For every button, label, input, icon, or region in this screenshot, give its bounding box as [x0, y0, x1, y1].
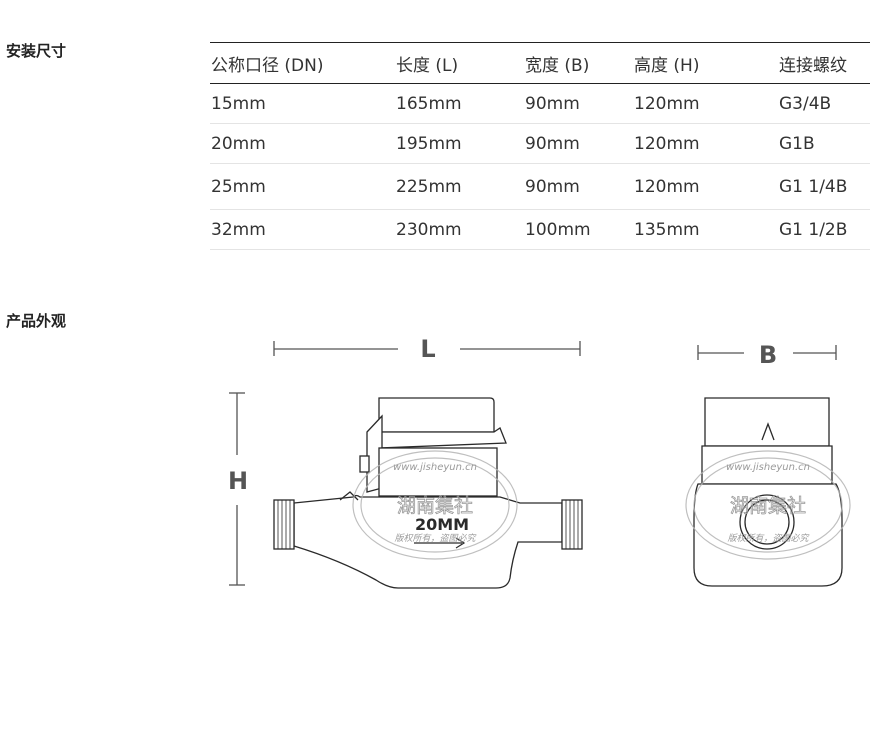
watermark-name: 湖南集社: [397, 495, 473, 517]
table-cell: 32mm: [210, 209, 395, 250]
table-cell: 90mm: [524, 163, 633, 210]
table-cell: 120mm: [633, 163, 778, 210]
table-cell: G1B: [778, 123, 870, 164]
table-cell: 230mm: [395, 209, 524, 250]
column-header-height: 高度 (H): [633, 42, 778, 84]
column-header-thread: 连接螺纹: [778, 42, 870, 84]
table-row: 25mm 225mm 90mm 120mm G1 1/4B: [210, 163, 870, 210]
watermark-name: 湖南集社: [730, 495, 806, 517]
table-cell: 225mm: [395, 163, 524, 210]
table-cell: 100mm: [524, 209, 633, 250]
table-cell: G1 1/4B: [778, 163, 870, 210]
column-header-length: 长度 (L): [395, 42, 524, 84]
table-cell: 90mm: [524, 83, 633, 124]
table-cell: 120mm: [633, 123, 778, 164]
table-cell: 165mm: [395, 83, 524, 124]
watermark-notice: 版权所有，盗图必究: [394, 533, 476, 544]
table-header-row: 公称口径 (DN) 长度 (L) 宽度 (B) 高度 (H) 连接螺纹: [210, 42, 870, 84]
table-row: 20mm 195mm 90mm 120mm G1B: [210, 123, 870, 164]
length-label: L: [420, 335, 435, 363]
meter-end-view: [693, 397, 843, 587]
table-cell: 195mm: [395, 123, 524, 164]
column-header-width: 宽度 (B): [524, 42, 633, 84]
width-label: B: [759, 341, 777, 369]
thread-lines: [277, 500, 579, 549]
watermark-url: www.jisheyun.cn: [726, 462, 810, 473]
table-cell: 25mm: [210, 163, 395, 210]
table-cell: 120mm: [633, 83, 778, 124]
body-marking: 20MM: [415, 515, 469, 534]
table-cell: 20mm: [210, 123, 395, 164]
watermark-logo: [352, 450, 518, 560]
column-header-dn: 公称口径 (DN): [210, 42, 395, 84]
table-cell: G3/4B: [778, 83, 870, 124]
table-cell: 15mm: [210, 83, 395, 124]
table-row: 32mm 230mm 100mm 135mm G1 1/2B: [210, 209, 870, 250]
section-title-install-dimensions: 安装尺寸: [6, 42, 67, 60]
length-dimension: [273, 341, 581, 356]
watermark-url: www.jisheyun.cn: [393, 462, 477, 473]
watermark-logo: [685, 450, 851, 560]
height-dimension: [229, 392, 245, 586]
table-cell: 90mm: [524, 123, 633, 164]
table-row: 15mm 165mm 90mm 120mm G3/4B: [210, 83, 870, 124]
height-label: H: [228, 467, 248, 495]
meter-side-view: [273, 397, 583, 589]
flow-arrow-icon: [414, 537, 466, 549]
table-cell: 135mm: [633, 209, 778, 250]
watermark-notice: 版权所有，盗图必究: [727, 533, 809, 544]
table-cell: G1 1/2B: [778, 209, 870, 250]
section-title-product-appearance: 产品外观: [6, 312, 67, 330]
dimension-table: 公称口径 (DN) 长度 (L) 宽度 (B) 高度 (H) 连接螺纹 15mm…: [210, 42, 870, 250]
width-dimension: [697, 345, 837, 360]
